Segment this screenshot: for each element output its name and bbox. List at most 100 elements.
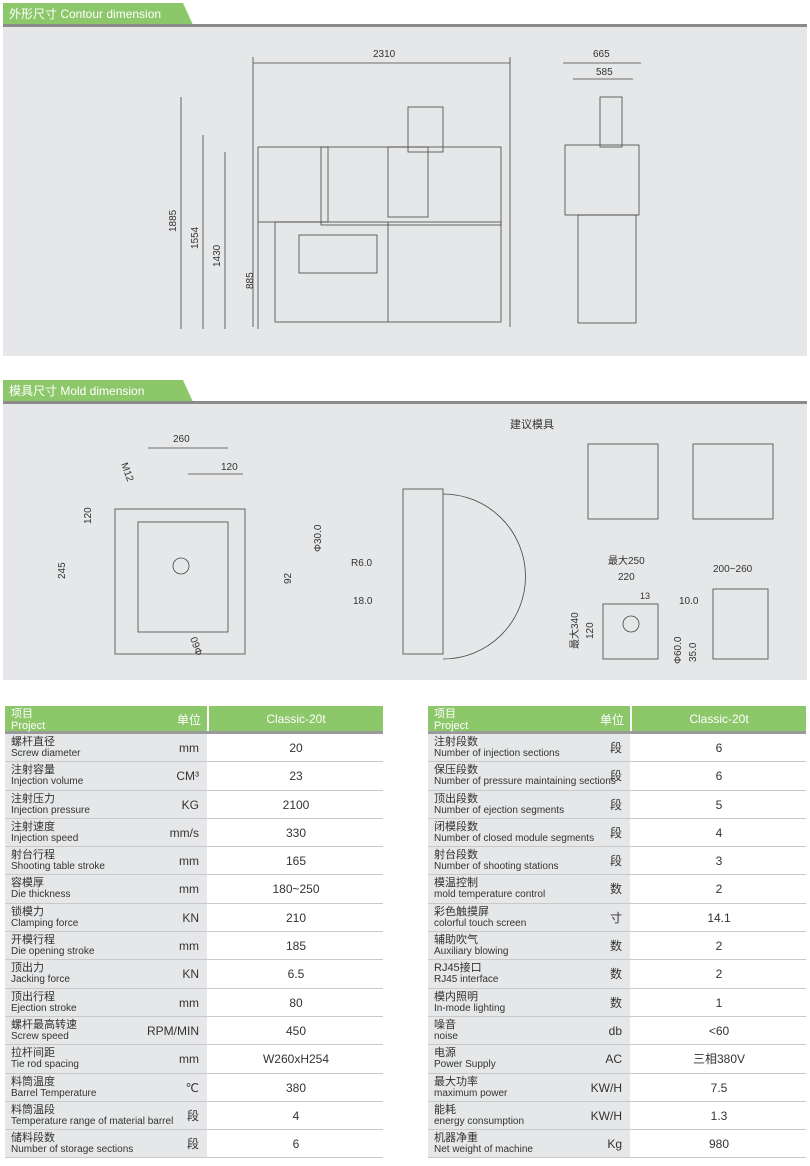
row-unit: 段 [186, 1108, 199, 1123]
row-unit: 段 [609, 797, 622, 812]
row-label-cn: 料筒温度 [11, 1075, 55, 1088]
row-label-en: Auxiliary blowing [434, 946, 509, 958]
dim-h3: 1430 [212, 244, 223, 267]
row-value: 4 [630, 818, 806, 847]
row-value: 2 [630, 875, 806, 903]
row-value: 2 [630, 960, 806, 988]
row-label-cn: 顶出行程 [11, 990, 55, 1003]
row-unit: 段 [609, 769, 622, 784]
dim-d60b: Φ60.0 [673, 636, 684, 664]
dim-h1: 1885 [168, 209, 179, 232]
header-project-en: Project [434, 720, 469, 732]
row-label-cn: 最大功率 [434, 1075, 478, 1088]
dim-max250: 最大250 [608, 554, 645, 567]
row-value: 165 [207, 847, 383, 875]
dim-h120: 120 [83, 507, 94, 524]
contour-drawing-panel: 2310 1885 1554 1430 885 665 585 [3, 27, 807, 356]
row-unit: 段 [186, 1137, 199, 1152]
header-unit: 单位 [599, 713, 624, 727]
row-label-en: noise [434, 1030, 458, 1042]
row-label-cn: 模温控制 [434, 877, 478, 890]
row-label-cn: 辅助吹气 [434, 934, 478, 947]
dim-220: 220 [618, 572, 635, 583]
row-label-en: Clamping force [11, 917, 79, 929]
row-label-cn: 螺杆最高转速 [11, 1018, 77, 1031]
row-value: 14.1 [630, 903, 806, 932]
row-label-cn: 噪音 [434, 1018, 456, 1031]
row-unit: 段 [609, 825, 622, 840]
row-label-en: colorful touch screen [434, 917, 527, 929]
row-label-cn: 螺杆直径 [11, 736, 55, 748]
row-unit: 寸 [609, 910, 622, 925]
mold-drawing-panel: 260 120 120 245 M12 Φ60 92 Φ30.0 R6.0 18… [3, 404, 807, 680]
mold-drawing: 260 120 120 245 M12 Φ60 92 Φ30.0 R6.0 18… [57, 417, 774, 664]
row-label-en: maximum power [434, 1087, 508, 1099]
row-label-cn: 能耗 [434, 1103, 456, 1116]
dim-max340: 最大340 [568, 612, 581, 649]
row-label-en: energy consumption [434, 1115, 525, 1127]
row-label-cn: 锁模力 [11, 905, 44, 918]
row-unit: mm/s [169, 825, 199, 840]
row-label-cn: 保压段数 [434, 764, 478, 777]
row-value: 2100 [207, 790, 383, 818]
dim-35: 35.0 [688, 642, 699, 662]
row-label-en: Number of pressure maintaining sections [434, 776, 616, 788]
suggested-mold-label: 建议模具 [510, 417, 554, 431]
row-value: 2 [630, 932, 806, 960]
row-value: 6 [630, 734, 806, 762]
row-value: 7.5 [630, 1073, 806, 1101]
row-unit: mm [179, 939, 199, 954]
row-unit: 段 [609, 854, 622, 869]
row-unit: ℃ [185, 1080, 199, 1095]
row-unit: mm [179, 882, 199, 897]
row-label-en: Number of ejection segments [434, 804, 565, 816]
row-unit: KN [182, 910, 199, 925]
dim-h4: 885 [245, 272, 256, 289]
row-label-en: Die thickness [11, 889, 71, 901]
row-label-en: mold temperature control [434, 889, 546, 901]
row-label-cn: 机器净重 [434, 1132, 478, 1145]
header-project-cn: 项目 [434, 708, 456, 720]
dim-120b: 120 [585, 622, 596, 639]
row-label-cn: 注射速度 [11, 820, 55, 833]
dim-260: 260 [173, 434, 190, 445]
row-unit: AC [605, 1052, 622, 1067]
row-label-cn: 容模厚 [11, 877, 44, 890]
row-unit: mm [179, 995, 199, 1010]
row-label-cn: 储料段数 [11, 1132, 55, 1145]
row-label-cn: 注射段数 [434, 736, 478, 748]
row-label-en: Temperature range of material barrel [11, 1115, 174, 1127]
dim-d30: Φ30.0 [313, 524, 324, 552]
row-value: 980 [630, 1130, 806, 1158]
row-unit: db [608, 1023, 622, 1038]
row-unit: 数 [609, 939, 622, 954]
dim-width: 2310 [373, 49, 396, 60]
row-unit: KG [181, 797, 199, 812]
row-label-en: Injection pressure [11, 804, 90, 816]
row-label-cn: 料筒温段 [11, 1103, 55, 1116]
dim-side-inner: 585 [596, 67, 613, 78]
row-label-en: Screw speed [11, 1030, 69, 1042]
row-label-en: Injection speed [11, 832, 79, 844]
row-label-en: RJ45 interface [434, 974, 499, 986]
dim-92: 92 [283, 572, 294, 584]
dim-120: 120 [221, 462, 238, 473]
row-value: 6.5 [207, 960, 383, 988]
row-value: 380 [207, 1073, 383, 1101]
row-value: 330 [207, 818, 383, 847]
row-unit: 数 [609, 995, 622, 1010]
section-header-mold: 模具尺寸 Mold dimension [3, 380, 193, 402]
